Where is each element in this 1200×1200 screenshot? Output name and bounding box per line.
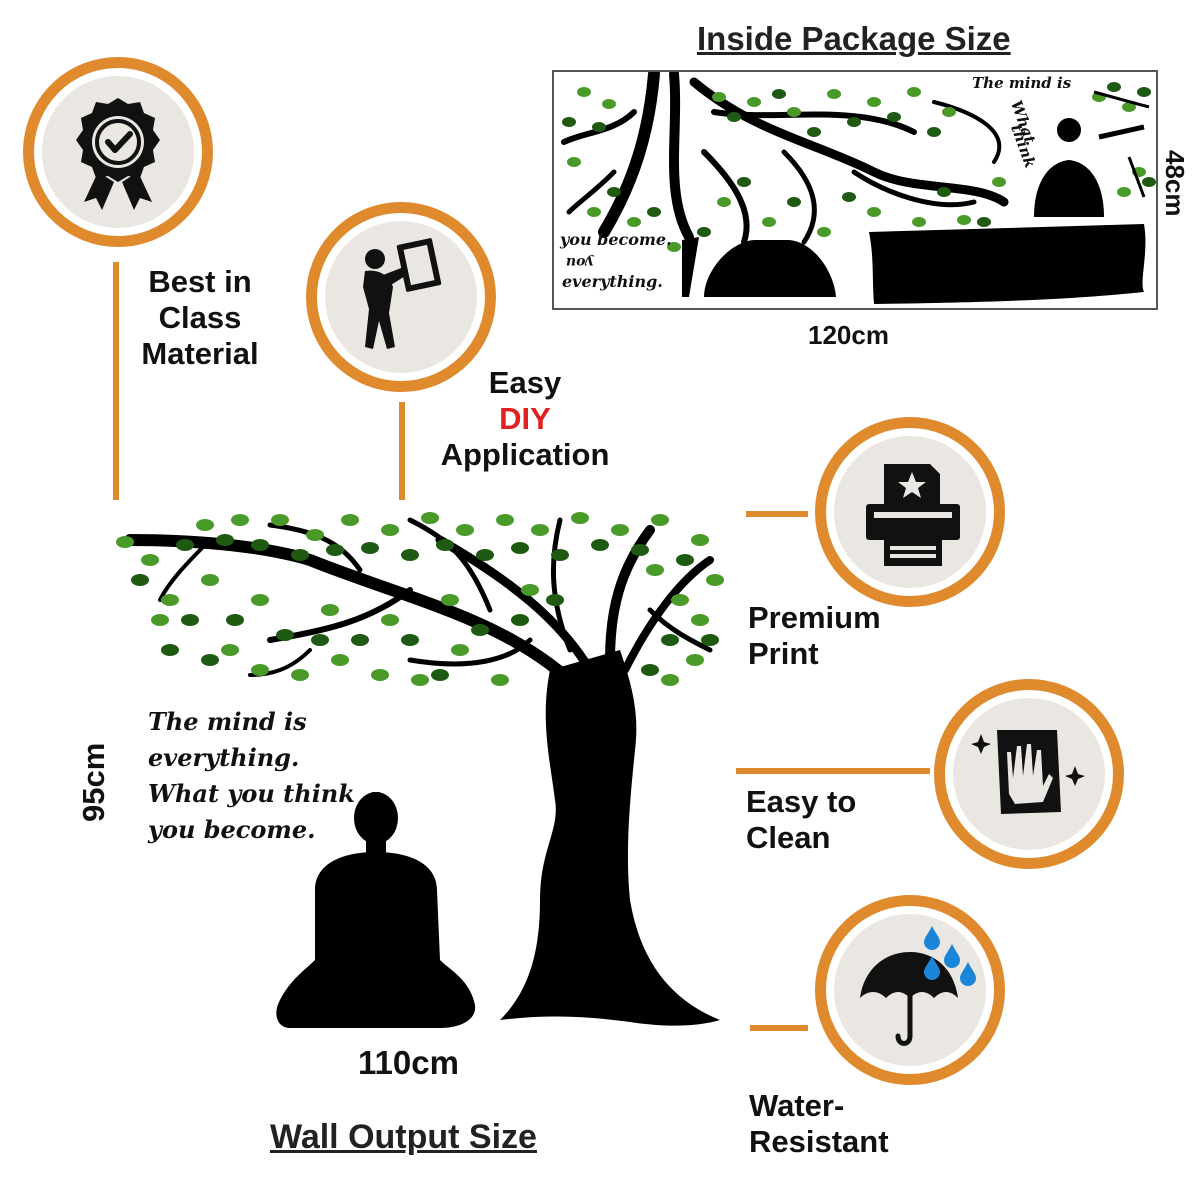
package-quote-everything: everything. [562, 272, 663, 291]
feature-badge-circle [23, 57, 213, 247]
tree-branches [124, 517, 714, 696]
feature-diy-circle [306, 202, 496, 392]
feature-diy-label-line-1: Easy [488, 365, 562, 400]
feature-diy-label: Easy DIY Application [420, 365, 630, 473]
feature-print-circle [815, 417, 1005, 607]
wall-heading: Wall Output Size [270, 1118, 537, 1156]
feature-badge-label: Best in Class Material [120, 264, 280, 372]
feature-clean-label-line-2: Clean [746, 820, 831, 855]
feature-water-circle [815, 895, 1005, 1085]
package-width-label: 120cm [808, 320, 889, 350]
tree-buddha-artwork [116, 512, 724, 1028]
wall-quote-line-4: you become. [148, 815, 316, 844]
package-preview: The mind is What think you become. you e… [552, 68, 1158, 310]
feature-badge-label-line-1: Best in [148, 264, 252, 299]
tree-trunk [500, 650, 720, 1026]
feature-diy-label-line-2: DIY [499, 401, 551, 436]
feature-clean-circle [934, 679, 1124, 869]
feature-diy-label-line-3: Application [440, 437, 610, 472]
wall-height-label: 95cm [76, 742, 111, 822]
feature-water-label: Water- Resistant [749, 1088, 889, 1160]
feature-badge-label-line-2: Class [158, 300, 242, 335]
wall-quote-line-2: everything. [148, 743, 300, 772]
printer-star-icon [866, 464, 960, 566]
package-sheet-art [561, 68, 1156, 304]
umbrella-rain-icon [860, 926, 976, 1046]
wall-width-label: 110cm [358, 1044, 459, 1081]
feature-water-label-line-1: Water- [749, 1088, 845, 1123]
feature-clean-label-line-1: Easy to [746, 784, 857, 819]
package-branches [561, 68, 1009, 245]
wall-quote: The mind is everything. What you think y… [148, 704, 355, 848]
package-buddha-lower [682, 237, 836, 297]
wall-quote-line-3: What you think [148, 779, 355, 808]
person-carrying-panel-icon [363, 238, 442, 349]
package-small-branches [1093, 90, 1150, 198]
package-heading: Inside Package Size [697, 20, 1011, 57]
badge-check-icon [76, 98, 160, 210]
feature-print-line [746, 511, 808, 517]
wall-quote-line-1: The mind is [148, 707, 307, 736]
package-buddha-upper [1034, 118, 1104, 217]
hand-cloth-sparkle-icon [971, 730, 1085, 814]
package-quote-top: The mind is [972, 74, 1072, 92]
feature-water-line [750, 1025, 808, 1031]
feature-badge-label-line-3: Material [141, 336, 259, 371]
feature-clean-line [736, 768, 930, 774]
package-height-label: 48cm [1160, 150, 1190, 217]
package-quote-become: you become. [560, 230, 672, 249]
package-quote-you: you [566, 254, 594, 270]
tree-leaves [116, 512, 724, 686]
buddha-silhouette [276, 792, 476, 1028]
feature-water-label-line-2: Resistant [749, 1124, 889, 1159]
feature-print-label: Premium Print [748, 600, 881, 672]
feature-print-label-line-1: Premium [748, 600, 881, 635]
feature-badge-line [113, 262, 119, 500]
feature-print-label-line-2: Print [748, 636, 819, 671]
package-trunk [869, 224, 1146, 304]
package-leaves [562, 82, 1156, 252]
feature-diy-line [399, 402, 405, 500]
feature-clean-label: Easy to Clean [746, 784, 856, 856]
